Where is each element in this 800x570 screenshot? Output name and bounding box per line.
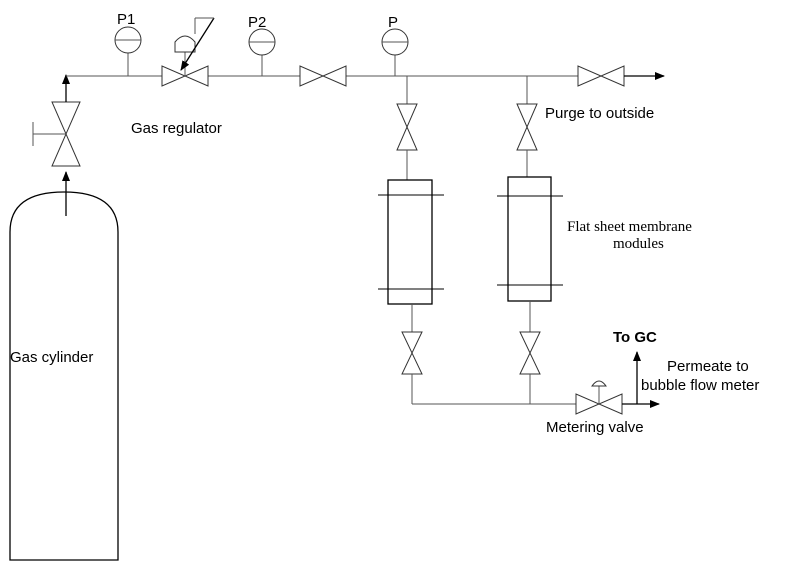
gas-cylinder-label: Gas cylinder xyxy=(10,349,93,366)
purge-label: Purge to outside xyxy=(545,105,654,122)
header-valve xyxy=(299,65,347,87)
metering-valve xyxy=(575,380,623,415)
cylinder-shutoff-valve xyxy=(32,101,81,167)
gas-regulator-label: Gas regulator xyxy=(131,120,222,137)
p1-label: P1 xyxy=(117,11,135,28)
membrane-module-2 xyxy=(497,176,563,302)
gas-regulator-valve xyxy=(161,17,215,87)
module1-outlet-valve xyxy=(401,331,423,375)
pressure-gauge-p2 xyxy=(248,28,276,76)
to-gc-label: To GC xyxy=(613,329,657,346)
modules-label-line2: modules xyxy=(613,236,664,252)
gas-cylinder xyxy=(9,191,119,561)
membrane-module-1 xyxy=(378,179,444,305)
p2-label: P2 xyxy=(248,14,266,31)
permeate-label-line1: Permeate to xyxy=(667,358,749,375)
pressure-gauge-p xyxy=(381,28,409,76)
module2-inlet-valve xyxy=(516,103,538,151)
purge-valve xyxy=(577,65,625,87)
modules-label-line1: Flat sheet membrane xyxy=(567,219,692,235)
pressure-gauge-p1 xyxy=(114,26,142,76)
permeate-label-line2: bubble flow meter xyxy=(641,377,759,394)
module2-outlet-valve xyxy=(519,331,541,375)
module1-inlet-valve xyxy=(396,103,418,151)
metering-valve-label: Metering valve xyxy=(546,419,644,436)
p-label: P xyxy=(388,14,398,31)
